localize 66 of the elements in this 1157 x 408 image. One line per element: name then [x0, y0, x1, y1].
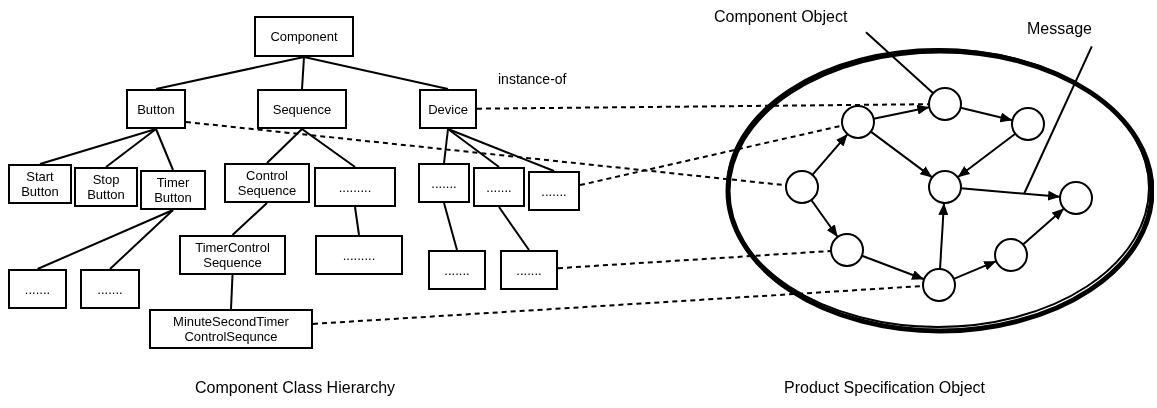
class-box: MinuteSecondTimer ControlSequnce [149, 309, 313, 349]
class-box: ......... [314, 167, 396, 207]
connector-line [266, 128, 303, 164]
class-box: Timer Button [140, 170, 206, 210]
connector-line [447, 128, 500, 168]
connector-line [155, 128, 174, 171]
arrow [956, 132, 1017, 179]
connector-line [155, 56, 305, 90]
arrow [938, 202, 949, 270]
class-box: ....... [473, 167, 525, 207]
class-box: ....... [528, 171, 580, 211]
connector-line [301, 128, 356, 168]
arrow [952, 260, 998, 280]
dashed-line [557, 250, 832, 270]
class-box: Stop Button [74, 167, 138, 207]
connector-line [36, 209, 174, 270]
class-box: ......... [315, 235, 403, 275]
callout-text: Message [1027, 20, 1092, 38]
arrow [861, 254, 925, 281]
connector-line [105, 128, 157, 168]
leader-line [865, 31, 935, 95]
class-box: ....... [80, 269, 140, 309]
class-box: Control Sequence [224, 163, 310, 203]
connector-line [443, 202, 458, 251]
arrow [959, 106, 1014, 123]
class-box: Device [419, 89, 477, 129]
connector-line [301, 56, 305, 90]
connector-line [354, 206, 360, 236]
object-circle [928, 170, 962, 204]
class-box: ....... [8, 269, 67, 309]
object-circle [830, 233, 864, 267]
class-box: ....... [418, 163, 470, 203]
arrow [810, 199, 839, 238]
object-circle [1011, 107, 1045, 141]
object-circle [922, 268, 956, 302]
arrow [811, 133, 849, 176]
class-box: Sequence [257, 89, 347, 129]
callout-text: Component Object [714, 8, 848, 26]
arrow [959, 187, 1062, 201]
arrow [872, 104, 931, 120]
connector-line [498, 206, 530, 251]
object-circle [785, 170, 819, 204]
arrow [1022, 207, 1065, 246]
object-circle [994, 238, 1028, 272]
class-box: Button [126, 89, 186, 129]
object-circle [928, 87, 962, 121]
object-circle [1059, 181, 1093, 215]
connector-line [447, 128, 555, 172]
connector-line [230, 274, 234, 310]
class-box: ....... [428, 250, 486, 290]
connector-line [443, 128, 449, 164]
class-box: Start Button [8, 164, 72, 204]
class-box: Component [254, 16, 354, 57]
class-box: TimerControl Sequence [179, 235, 286, 275]
connector-line [109, 209, 174, 270]
connector-line [39, 128, 157, 165]
edge-label: instance-of [496, 71, 569, 87]
caption-text: Component Class Hierarchy [195, 379, 396, 397]
object-circle [841, 105, 875, 139]
dashed-line [476, 103, 930, 110]
arrow [869, 130, 934, 179]
region-caption: Product Specification Object [784, 379, 985, 397]
connector-line [303, 56, 449, 90]
connector-line [231, 202, 268, 236]
leader-line [1023, 45, 1093, 195]
class-box: ....... [500, 250, 558, 290]
